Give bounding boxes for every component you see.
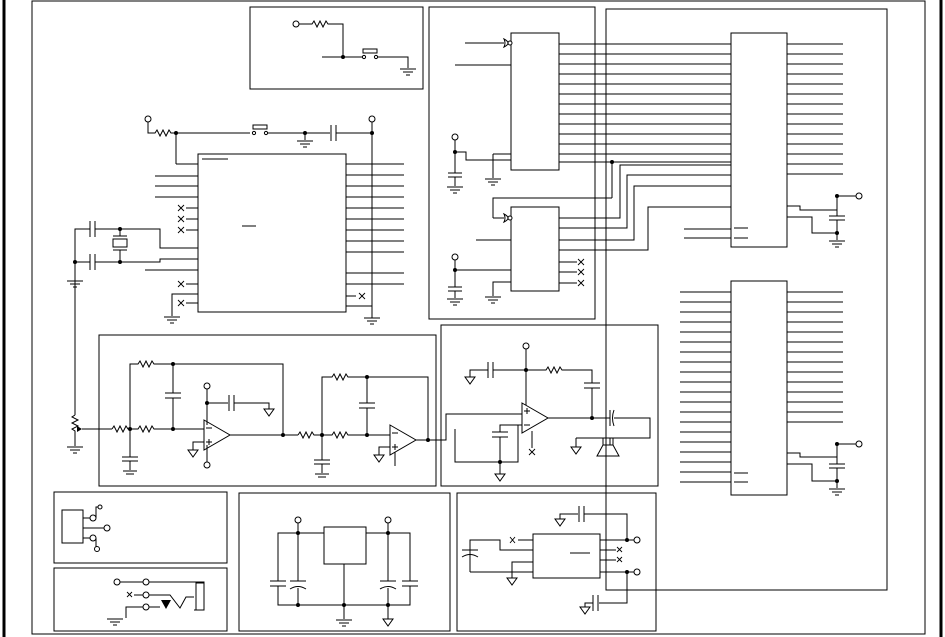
- audio-jack-block: [53, 567, 228, 632]
- microcontroller-block: [67, 115, 404, 325]
- voltage-regulator-block: [238, 492, 451, 632]
- module-block: [456, 492, 657, 632]
- connector-block: [53, 491, 228, 564]
- analog-filter-block: [67, 262, 440, 487]
- display-driver-block: [559, 8, 888, 591]
- latch-block: [428, 6, 612, 320]
- audio-amplifier-block: [440, 324, 659, 487]
- reset-switch-block: [249, 6, 424, 90]
